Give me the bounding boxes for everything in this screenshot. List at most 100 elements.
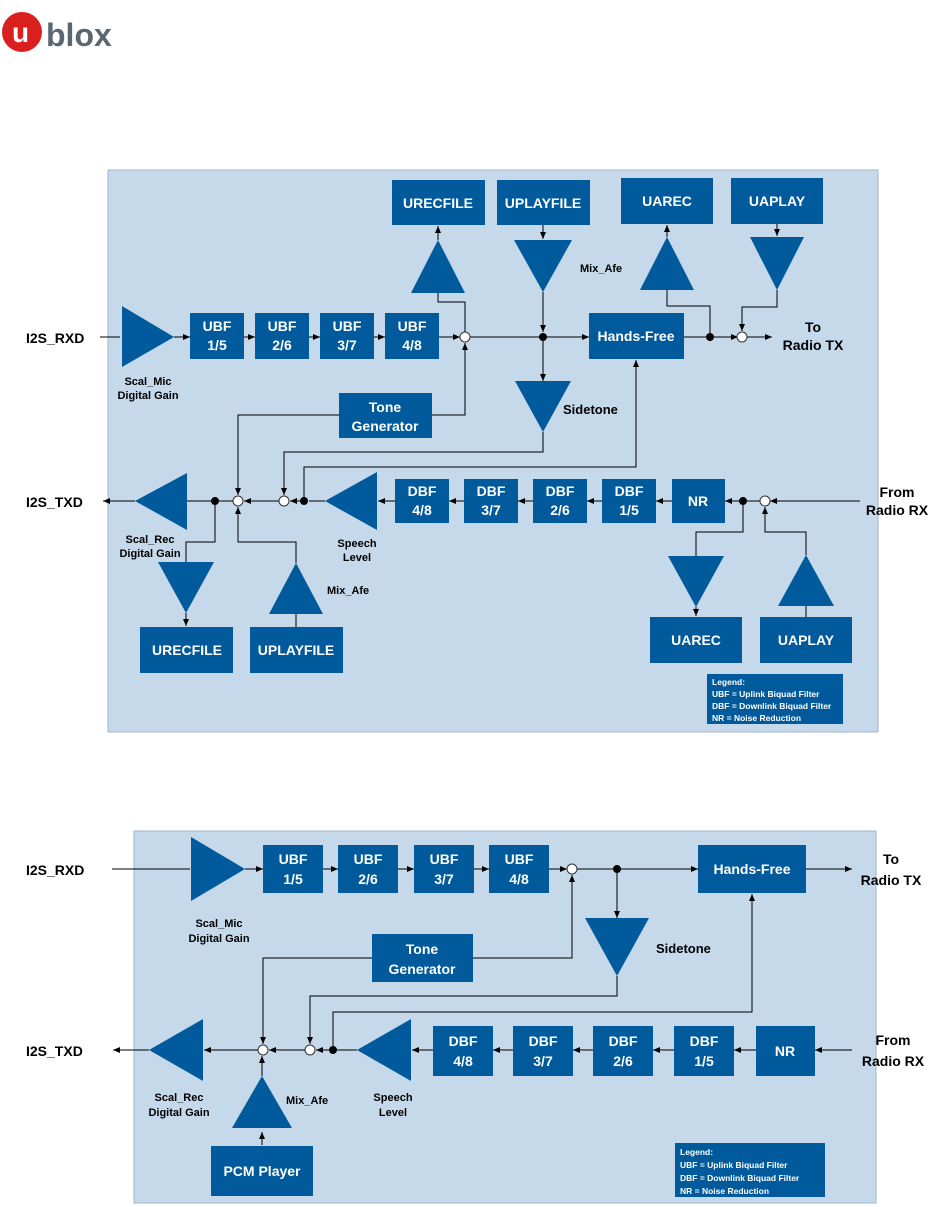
wire	[695, 505, 744, 556]
dbf-index: 2/6	[613, 1053, 633, 1069]
i2s-rxd-label: I2S_RXD	[26, 330, 84, 346]
legend-item: NR = Noise Reduction	[680, 1186, 769, 1196]
scal-rec-label: Scal_Rec	[155, 1092, 204, 1104]
to-radio-label: To	[805, 319, 821, 335]
mix-afe-label: Mix_Afe	[327, 585, 369, 597]
i2s-txd-label: I2S_TXD	[26, 1043, 83, 1059]
dbf-label: DBF	[529, 1033, 558, 1049]
mix-afe-label: Mix_Afe	[286, 1095, 328, 1107]
ubf-block: UBF 2/6	[255, 313, 309, 359]
wire	[235, 414, 339, 495]
dbf-box	[602, 479, 656, 523]
scal-mic-label: Scal_Mic	[124, 376, 171, 388]
ubf-label: UBF	[430, 851, 459, 867]
dbf-index: 3/7	[533, 1053, 553, 1069]
speech-level-amp	[325, 472, 377, 530]
wire	[473, 875, 575, 959]
urecfile-top-box	[392, 180, 485, 225]
wire	[303, 360, 639, 499]
wire	[762, 507, 807, 555]
ubf-block: UBF 3/7	[414, 845, 474, 893]
ubf-block: UBF 4/8	[489, 845, 549, 893]
speech-level-label: Level	[379, 1107, 407, 1119]
scal-rec-amp	[149, 1019, 203, 1081]
dbf-label: DBF	[690, 1033, 719, 1049]
dbf-block: DBF 4/8	[395, 479, 449, 523]
summing-junction	[759, 495, 771, 507]
ubf-index: 3/7	[434, 871, 454, 887]
ubf-label: UBF	[398, 318, 427, 334]
dbf-index: 4/8	[412, 502, 432, 518]
nr-label: NR	[688, 493, 708, 509]
wire	[332, 894, 755, 1048]
scal-mic-label: Scal_Mic	[195, 918, 242, 930]
hands-free-label: Hands-Free	[713, 861, 790, 877]
uplayfile-bottom-label: UPLAYFILE	[258, 642, 335, 658]
uplayfile-top-label: UPLAYFILE	[505, 195, 582, 211]
uarec-top-box	[621, 178, 713, 224]
junction-node	[300, 497, 308, 505]
uaplay-top-label: UAPLAY	[749, 193, 806, 209]
summing-junction	[459, 331, 471, 343]
legend-item: UBF = Uplink Biquad Filter	[712, 689, 820, 699]
diagram-1: I2S_RXD Scal_Mic Digital Gain UBF 1/5 UB…	[26, 169, 929, 733]
dbf-label: DBF	[477, 483, 506, 499]
dbf-label: DBF	[609, 1033, 638, 1049]
tone-generator-label: Tone	[369, 399, 402, 415]
ubf-label: UBF	[203, 318, 232, 334]
to-radio-label: To	[883, 851, 899, 867]
wire	[260, 957, 372, 1044]
dbf-index: 1/5	[694, 1053, 714, 1069]
pcm-player-amp	[232, 1076, 292, 1128]
speech-level-amp	[357, 1019, 411, 1081]
uaplay-amp	[750, 237, 804, 290]
dbf-box	[433, 1026, 493, 1076]
uarec-bottom-amp	[668, 556, 724, 607]
junction-node	[706, 333, 714, 341]
ubf-block: UBF 1/5	[190, 313, 244, 359]
ubf-box	[190, 313, 244, 359]
uarec-bottom-box	[650, 617, 742, 663]
pcm-player-label: PCM Player	[223, 1163, 301, 1179]
ubf-block: UBF 4/8	[385, 313, 439, 359]
nr-box	[756, 1026, 815, 1076]
from-radio-label: From	[880, 484, 915, 500]
legend-item: DBF = Downlink Biquad Filter	[712, 701, 832, 711]
i2s-rxd-label: I2S_RXD	[26, 862, 84, 878]
dbf-box	[533, 479, 587, 523]
hands-free-box	[589, 313, 684, 359]
dbf-block: DBF 3/7	[464, 479, 518, 523]
dbf-index: 2/6	[550, 502, 570, 518]
uaplay-bottom-label: UAPLAY	[778, 632, 835, 648]
wire	[307, 976, 618, 1044]
i2s-txd-label: I2S_TXD	[26, 494, 83, 510]
sidetone-label: Sidetone	[656, 941, 711, 956]
pcm-player-box	[211, 1146, 313, 1196]
uplayfile-bottom-box	[250, 627, 343, 673]
junction-node	[329, 1046, 337, 1054]
urecfile-amp	[411, 240, 465, 293]
dbf-block: DBF 1/5	[602, 479, 656, 523]
ubf-label: UBF	[279, 851, 308, 867]
ubf-box	[263, 845, 323, 893]
ubf-box	[414, 845, 474, 893]
tone-generator-label: Generator	[389, 961, 456, 977]
summing-junction	[736, 331, 748, 343]
logo-text: blox	[46, 17, 112, 53]
dbf-block: DBF 4/8	[433, 1026, 493, 1076]
ubf-index: 1/5	[283, 871, 303, 887]
from-radio-label: From	[876, 1032, 911, 1048]
ubf-index: 2/6	[272, 337, 292, 353]
wire	[185, 505, 216, 562]
ubf-block: UBF 2/6	[338, 845, 398, 893]
diagram-2: I2S_RXD Scal_Mic Digital Gain UBF 1/5 UB…	[26, 830, 925, 1204]
ubf-box	[320, 313, 374, 359]
uplayfile-top-box	[497, 180, 590, 225]
speech-level-label: Level	[343, 552, 371, 564]
wire	[281, 432, 544, 495]
tone-generator-label: Generator	[352, 418, 419, 434]
uaplay-bottom-box	[760, 617, 852, 663]
summing-junction	[257, 1044, 269, 1056]
ubf-block: UBF 3/7	[320, 313, 374, 359]
uaplay-bottom-amp	[778, 555, 834, 606]
